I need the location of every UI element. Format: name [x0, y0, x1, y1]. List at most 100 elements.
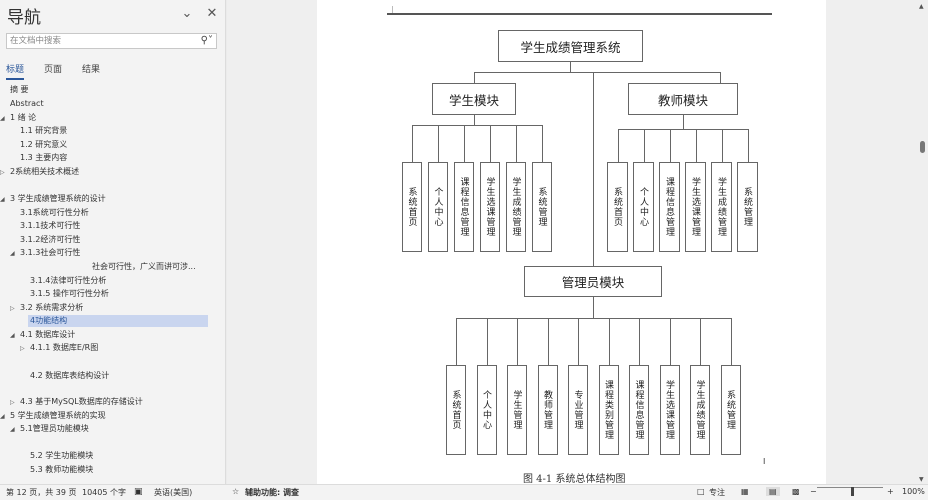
expand-triangle-icon[interactable]: ◢ — [0, 413, 5, 420]
proofing-icon[interactable]: ▣ — [134, 487, 143, 497]
expand-triangle-icon[interactable]: ◢ — [0, 196, 5, 203]
nav-heading-label: 5.3 教师功能模块 — [30, 465, 94, 474]
scroll-down-arrow-icon[interactable]: ▼ — [919, 476, 924, 483]
connector — [474, 72, 475, 83]
focus-icon[interactable]: □ — [697, 487, 705, 496]
tab-headings[interactable]: 标题 — [6, 62, 25, 80]
expand-triangle-icon[interactable]: ◢ — [10, 332, 15, 339]
expand-triangle-icon[interactable]: ◢ — [0, 115, 5, 122]
word-count[interactable]: 10405 个字 — [82, 488, 126, 497]
nav-heading-item[interactable]: 3.1.1技术可行性 — [10, 220, 80, 232]
connector — [517, 318, 518, 365]
teacher-module-node: 教师模块 — [628, 83, 738, 115]
nav-heading-item[interactable]: ▷3.2 系统需求分析 — [10, 302, 83, 314]
nav-heading-item[interactable]: 1.3 主要内容 — [10, 152, 67, 164]
connector — [643, 129, 645, 162]
nav-heading-item[interactable]: ◢ 5.1管理员功能模块 — [10, 423, 89, 435]
function-node: 系统管理 — [720, 365, 741, 455]
figure-caption: 图 4-1 系统总体结构图 — [523, 474, 626, 485]
nav-heading-item[interactable]: ▷ 4.3 基于MySQL数据库的存储设计 — [10, 396, 143, 408]
zoom-slider-thumb[interactable] — [851, 487, 854, 496]
page-count[interactable]: 第 12 页，共 39 页 — [6, 488, 77, 497]
nav-heading-label: 4.1 数据库设计 — [20, 330, 76, 339]
connector — [570, 62, 571, 72]
print-layout-icon[interactable]: ▤ — [766, 487, 780, 496]
nav-heading-label: Abstract — [10, 99, 44, 108]
nav-heading-item[interactable]: ◢5 学生成绩管理系统的实现 — [0, 410, 106, 422]
nav-heading-item[interactable]: 1.1 研究背景 — [10, 125, 67, 137]
nav-heading-item[interactable]: 摘 要 — [0, 84, 29, 96]
tab-results[interactable]: 结果 — [82, 65, 101, 75]
collapse-triangle-icon[interactable]: ▷ — [10, 399, 15, 406]
nav-heading-label: 4.3 基于MySQL数据库的存储设计 — [20, 397, 143, 406]
student-module-node: 学生模块 — [432, 83, 516, 115]
connector — [516, 125, 517, 162]
collapse-triangle-icon[interactable]: ▷ — [10, 305, 15, 312]
connector — [669, 129, 671, 162]
collapse-triangle-icon[interactable]: ▷ — [20, 345, 25, 352]
connector — [490, 125, 491, 162]
zoom-in-button[interactable]: + — [887, 487, 894, 496]
accessibility-status[interactable]: 辅助功能: 调查 — [245, 488, 299, 497]
status-bar: 第 12 页，共 39 页 10405 个字 ▣ 英语(美国) ☆ 辅助功能: … — [0, 484, 928, 500]
nav-heading-item[interactable]: 4.2 数据库表结构设计 — [20, 370, 109, 382]
nav-heading-item[interactable]: ◢ 4.1 数据库设计 — [10, 329, 75, 341]
read-mode-icon[interactable]: ▦ — [741, 487, 749, 496]
function-node: 学生成绩管理 — [506, 162, 526, 252]
zoom-out-button[interactable]: − — [810, 487, 817, 496]
function-node: 系统首页 — [607, 162, 628, 252]
nav-heading-item[interactable]: ◢ 3 学生成绩管理系统的设计 — [0, 193, 106, 205]
nav-heading-label: 5.1管理员功能模块 — [20, 424, 89, 433]
nav-heading-item[interactable]: ▷2系统相关技术概述 — [0, 166, 79, 178]
nav-heading-label: 3.1.4法律可行性分析 — [30, 276, 107, 285]
function-node: 学生选课管理 — [659, 365, 680, 455]
web-layout-icon[interactable]: ▩ — [792, 487, 800, 496]
nav-search-input[interactable] — [10, 34, 195, 48]
nav-heading-item[interactable]: 5.2 学生功能模块 — [20, 450, 93, 462]
nav-heading-item[interactable]: 3.1.5 操作可行性分析 — [20, 288, 109, 300]
zoom-slider[interactable] — [817, 487, 883, 488]
nav-heading-item[interactable]: 5.3 教师功能模块 — [20, 464, 93, 476]
navigation-pane: 导航 ⌄ ✕ ⚲˅ 标题 页面 结果 摘 要 Abstract ◢1 绪 论1.1 … — [0, 0, 226, 484]
nav-heading-item[interactable]: 3.1.4法律可行性分析 — [20, 275, 106, 287]
function-node: 学生选课管理 — [480, 162, 500, 252]
nav-heading-item[interactable]: 3.1系统可行性分析 — [10, 207, 89, 219]
tab-pages[interactable]: 页面 — [44, 65, 63, 75]
expand-triangle-icon[interactable]: ◢ — [10, 426, 15, 433]
connector — [474, 115, 475, 125]
search-icon[interactable]: ⚲˅ — [200, 35, 213, 46]
nav-heading-item[interactable]: 1.2 研究意义 — [10, 139, 67, 151]
scroll-thumb[interactable] — [920, 141, 925, 153]
nav-search-box[interactable]: ⚲˅ — [6, 33, 217, 49]
nav-heading-label: 1.2 研究意义 — [20, 140, 68, 149]
nav-title: 导航 — [7, 8, 41, 28]
nav-heading-item[interactable]: 4功能结构 — [28, 315, 208, 327]
nav-heading-label: 4.2 数据库表结构设计 — [30, 371, 110, 380]
nav-heading-item[interactable]: Abstract — [0, 98, 44, 110]
zoom-level[interactable]: 100% — [902, 487, 925, 496]
connector — [593, 72, 594, 266]
focus-button[interactable]: 专注 — [709, 488, 725, 497]
nav-close-icon[interactable]: ✕ — [206, 6, 218, 21]
vertical-scrollbar[interactable]: ▲ ▼ — [918, 0, 928, 484]
text-cursor: I — [763, 457, 766, 466]
collapse-triangle-icon[interactable]: ▷ — [0, 169, 5, 176]
nav-heading-item[interactable]: ◢1 绪 论 — [0, 112, 36, 124]
nav-options-chevron-icon[interactable]: ⌄ — [181, 6, 193, 21]
function-node: 课程信息管理 — [659, 162, 680, 252]
connector — [474, 72, 720, 73]
nav-heading-label: 社会可行性，广义而讲可涉... — [92, 262, 196, 271]
nav-heading-item[interactable]: 社会可行性，广义而讲可涉... — [82, 261, 196, 273]
nav-heading-label: 3 学生成绩管理系统的设计 — [10, 194, 106, 203]
expand-triangle-icon[interactable]: ◢ — [10, 250, 15, 257]
scroll-up-arrow-icon[interactable]: ▲ — [919, 3, 924, 10]
language-indicator[interactable]: 英语(美国) — [154, 488, 193, 497]
connector — [593, 297, 594, 318]
connector — [695, 129, 697, 162]
nav-heading-item[interactable]: 3.1.2经济可行性 — [10, 234, 80, 246]
nav-heading-label: 摘 要 — [10, 85, 29, 94]
nav-heading-item[interactable]: ◢3.1.3社会可行性 — [10, 247, 80, 259]
connector — [617, 129, 748, 130]
nav-heading-item[interactable]: ▷4.1.1 数据库E/R图 — [20, 342, 98, 354]
document-page[interactable]: 学生成绩管理系统 学生模块 系统首页个人中心课程信息管理学生选课管理学生成绩管理… — [317, 0, 826, 485]
